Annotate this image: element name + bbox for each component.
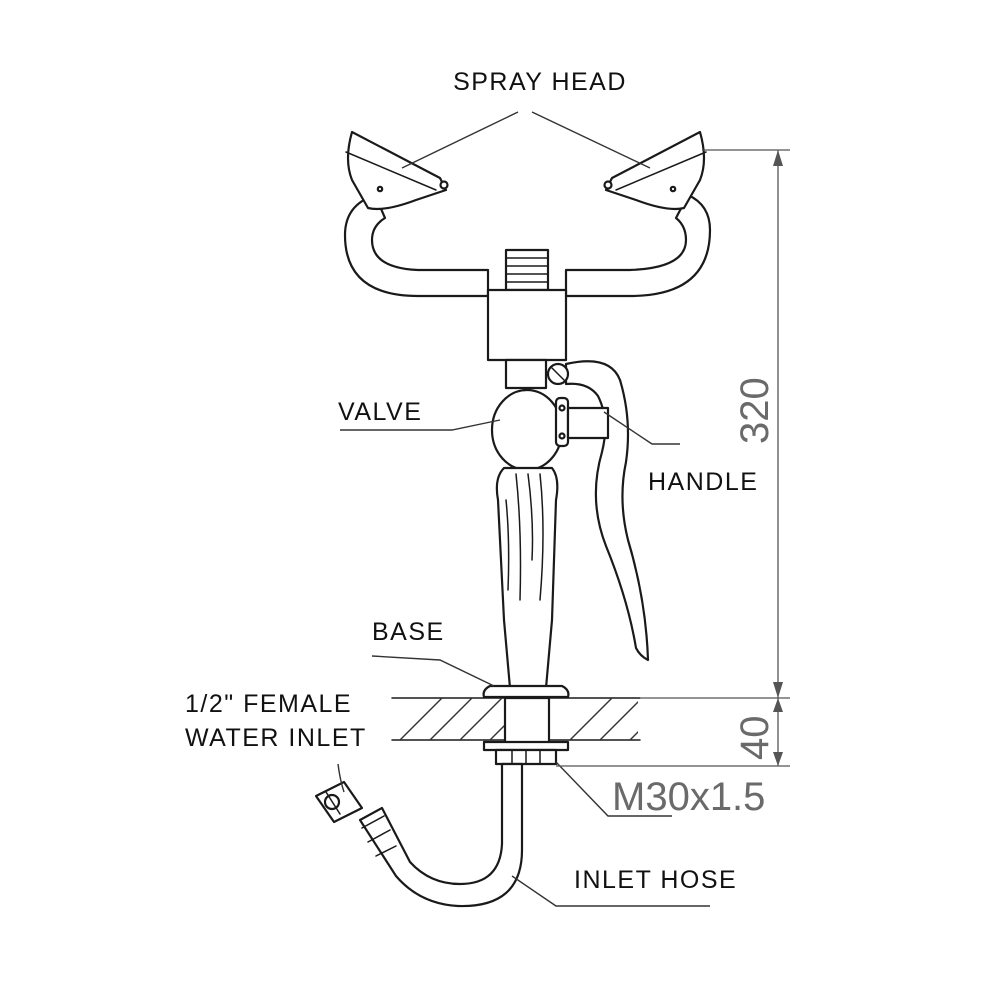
label-inlet-hose: INLET HOSE	[574, 866, 737, 894]
mounting-nut	[482, 740, 570, 766]
tee-fitting	[486, 288, 568, 362]
label-valve: VALVE	[338, 398, 422, 426]
label-spray-head: SPRAY HEAD	[453, 68, 627, 96]
dimension-thread: M30x1.5	[612, 775, 765, 819]
spray-head-right	[603, 130, 707, 211]
dimension-lines	[556, 149, 790, 767]
label-inlet-line2: WATER INLET	[185, 724, 367, 752]
valve-plug	[554, 396, 610, 448]
label-base: BASE	[372, 618, 445, 646]
valve-neck	[504, 358, 548, 390]
dimension-mount-thickness: 40	[733, 716, 777, 761]
pivot-screw	[546, 362, 570, 386]
hose-end-nut	[314, 780, 364, 824]
handle-lever	[564, 360, 650, 662]
valve-body	[490, 388, 564, 472]
dimension-height: 320	[733, 377, 777, 444]
base-flange	[482, 684, 570, 699]
label-handle: HANDLE	[648, 468, 758, 496]
inlet-hose	[358, 762, 524, 908]
label-inlet-line1: 1/2" FEMALE	[185, 690, 352, 718]
threaded-shank	[503, 696, 551, 746]
top-nipple	[504, 248, 550, 292]
spray-head-left	[345, 130, 449, 211]
column	[495, 466, 559, 690]
leader-lines	[337, 111, 710, 907]
